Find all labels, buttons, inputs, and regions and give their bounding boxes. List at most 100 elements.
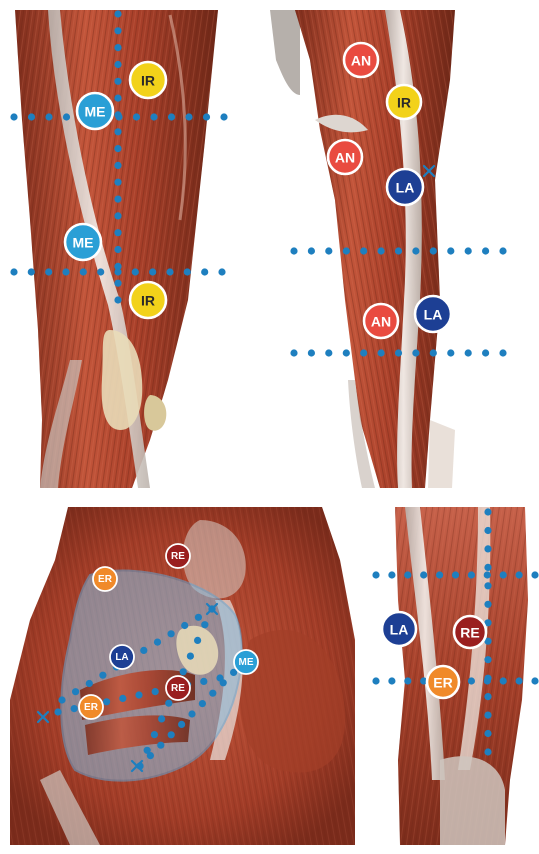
guide-dot <box>420 571 427 578</box>
guide-dot <box>114 128 121 135</box>
marker-re: RE <box>166 544 190 568</box>
guide-dot <box>388 677 395 684</box>
guide-dot <box>62 268 69 275</box>
thigh-posterior-illustration <box>395 507 528 845</box>
guide-dot <box>168 630 175 637</box>
marker-label: LA <box>115 652 128 663</box>
guide-dot <box>114 44 121 51</box>
guide-dot <box>152 688 159 695</box>
marker-label: LA <box>390 622 409 638</box>
marker-la: LA <box>387 169 423 205</box>
guide-dot <box>114 145 121 152</box>
guide-dot <box>114 179 121 186</box>
guide-dot <box>103 698 110 705</box>
marker-re: RE <box>166 676 190 700</box>
marker-label: IR <box>141 73 155 89</box>
marker-label: ME <box>85 104 106 120</box>
guide-dot <box>388 571 395 578</box>
guide-dot <box>516 677 523 684</box>
guide-dot <box>97 268 104 275</box>
marker-an: AN <box>328 140 362 174</box>
marker-ir: IR <box>387 85 421 119</box>
guide-dot <box>58 696 65 703</box>
guide-dot <box>395 247 402 254</box>
guide-dot <box>325 349 332 356</box>
guide-dot <box>499 247 506 254</box>
guide-dot <box>119 695 126 702</box>
guide-dot <box>144 747 151 754</box>
marker-label: ER <box>84 702 99 713</box>
guide-dot <box>201 268 208 275</box>
guide-dot <box>436 571 443 578</box>
marker-er: ER <box>427 666 459 698</box>
guide-dot <box>360 349 367 356</box>
guide-dot <box>151 731 158 738</box>
marker-re: RE <box>454 616 486 648</box>
guide-dot <box>290 247 297 254</box>
guide-dot <box>71 705 78 712</box>
guide-dot <box>180 668 187 675</box>
guide-dot <box>209 690 216 697</box>
guide-dot <box>468 571 475 578</box>
guide-dot <box>135 691 142 698</box>
guide-dot <box>404 677 411 684</box>
guide-dot <box>220 113 227 120</box>
guide-dot <box>28 268 35 275</box>
panel-thigh-lateral <box>270 10 507 488</box>
guide-dot <box>140 647 147 654</box>
guide-dot <box>395 349 402 356</box>
guide-dot <box>468 677 475 684</box>
guide-dot <box>220 679 227 686</box>
guide-dot <box>325 247 332 254</box>
guide-dot <box>308 349 315 356</box>
guide-dot <box>360 247 367 254</box>
guide-dot <box>132 268 139 275</box>
guide-dot <box>484 545 491 552</box>
marker-label: ER <box>433 675 452 691</box>
guide-dot <box>447 349 454 356</box>
guide-dot <box>45 113 52 120</box>
guide-dot <box>114 246 121 253</box>
guide-dot <box>114 196 121 203</box>
marker-label: RE <box>460 625 479 641</box>
marker-label: ER <box>98 574 113 585</box>
marker-ir: IR <box>130 282 166 318</box>
guide-dot <box>412 349 419 356</box>
marker-me: ME <box>234 650 258 674</box>
guide-dot <box>114 229 121 236</box>
guide-dot <box>185 113 192 120</box>
guide-dot <box>114 95 121 102</box>
guide-dot <box>86 680 93 687</box>
guide-dot <box>372 571 379 578</box>
guide-dot <box>484 656 491 663</box>
guide-dot <box>404 571 411 578</box>
guide-dot <box>500 677 507 684</box>
guide-dot <box>150 113 157 120</box>
guide-dot <box>499 349 506 356</box>
guide-dot <box>158 715 165 722</box>
marker-la: LA <box>110 645 134 669</box>
guide-dot <box>114 78 121 85</box>
marker-er: ER <box>79 695 103 719</box>
guide-dot <box>378 349 385 356</box>
guide-dot <box>484 730 491 737</box>
guide-dot <box>452 571 459 578</box>
guide-dot <box>343 247 350 254</box>
marker-me: ME <box>77 93 113 129</box>
marker-la: LA <box>415 296 451 332</box>
marker-an: AN <box>344 43 378 77</box>
dotted-line-horizontal-upper <box>290 247 506 254</box>
panel-thigh-front <box>10 10 227 488</box>
guide-dot <box>531 677 538 684</box>
guide-dot <box>465 349 472 356</box>
marker-ir: IR <box>130 62 166 98</box>
marker-la: LA <box>382 612 416 646</box>
marker-label: LA <box>424 307 443 323</box>
guide-dot <box>114 162 121 169</box>
guide-dot <box>484 693 491 700</box>
guide-dot <box>343 349 350 356</box>
guide-dot <box>194 637 201 644</box>
guide-dot <box>484 582 491 589</box>
guide-dot <box>114 61 121 68</box>
